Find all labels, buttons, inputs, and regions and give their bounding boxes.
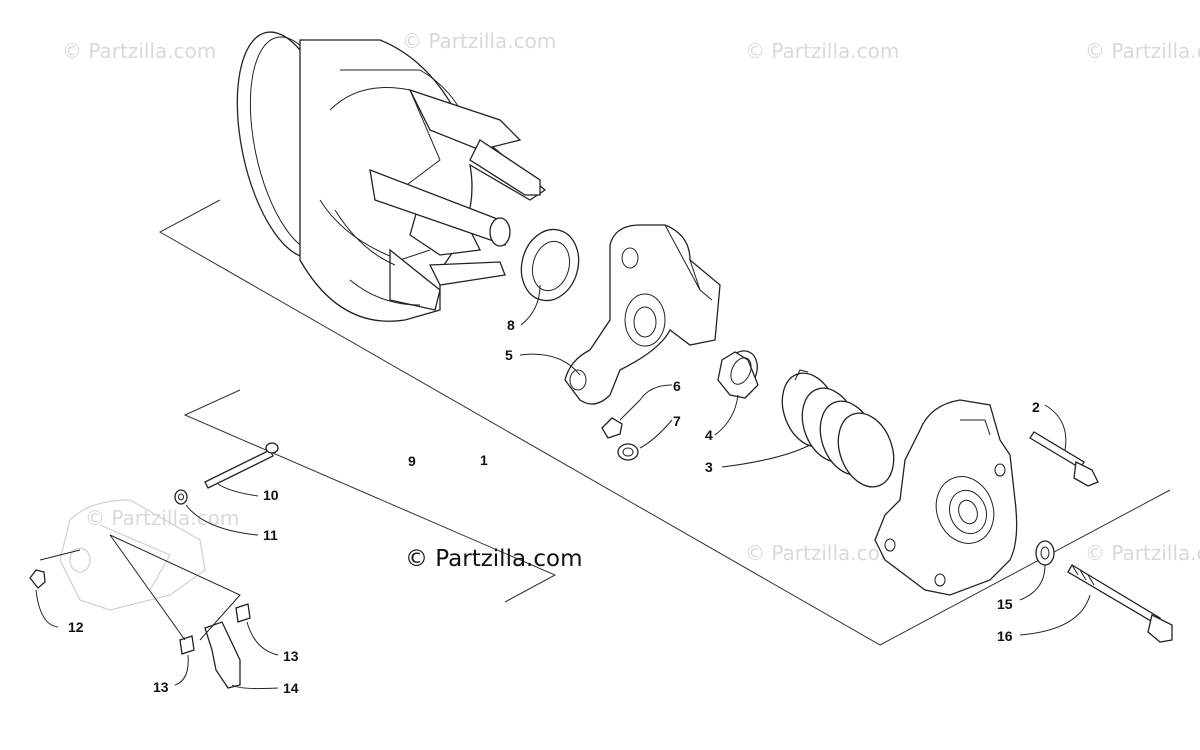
callout-8: 8 [507, 317, 515, 333]
part-4-bushing [717, 350, 759, 399]
clutch-sheave-drawing [236, 31, 547, 322]
callout-5: 5 [505, 347, 513, 363]
callout-1: 1 [480, 452, 488, 468]
part-5-spider [564, 224, 721, 405]
callout-13a: 13 [283, 648, 299, 664]
callout-11: 11 [263, 527, 278, 543]
callout-7: 7 [673, 413, 681, 429]
watermark-text: © Partzilla.com [1085, 39, 1200, 63]
part-11-washer [174, 489, 188, 505]
callout-6: 6 [673, 378, 681, 394]
callout-4: 4 [705, 427, 713, 443]
part-3-spring [781, 369, 895, 488]
callout-15: 15 [997, 596, 1013, 612]
part-16-bolt [1067, 564, 1173, 643]
part-2-bolt [1029, 431, 1099, 487]
assembly-bracket-9 [183, 389, 557, 603]
callout-10: 10 [263, 487, 279, 503]
callout-3: 3 [705, 459, 713, 475]
part-13-bushing-a [235, 603, 251, 623]
callout-14: 14 [283, 680, 299, 696]
part-8-washer [520, 228, 580, 302]
watermark-main: © Partzilla.com [405, 546, 583, 572]
part-6-screw [601, 417, 623, 439]
part-15-washer [1035, 540, 1055, 566]
watermark-text: © Partzilla.com [402, 29, 556, 53]
watermark-text: © Partzilla.com [745, 39, 899, 63]
part-14-weight [204, 621, 241, 689]
watermark-text: © Partzilla.com [745, 541, 899, 565]
callout-12: 12 [68, 619, 84, 635]
part-13-bushing-b [179, 635, 195, 655]
part-12-nut [29, 569, 46, 589]
part-2-cover [874, 399, 1018, 596]
assembly-bracket-1 [158, 199, 1171, 646]
arm-ghost-drawing [59, 499, 206, 611]
callout-9: 9 [408, 453, 416, 469]
callout-labels: 1 2 3 4 5 6 7 8 9 10 11 12 13 13 14 15 1… [68, 317, 1040, 696]
callout-2: 2 [1032, 399, 1040, 415]
callout-16: 16 [997, 628, 1013, 644]
callout-13b: 13 [153, 679, 169, 695]
part-10-pin [204, 442, 279, 489]
watermark-text: © Partzilla.com [1085, 541, 1200, 565]
watermark-text: © Partzilla.com [62, 39, 216, 63]
part-7-nut [617, 443, 639, 461]
leader-lines [35, 284, 1091, 690]
